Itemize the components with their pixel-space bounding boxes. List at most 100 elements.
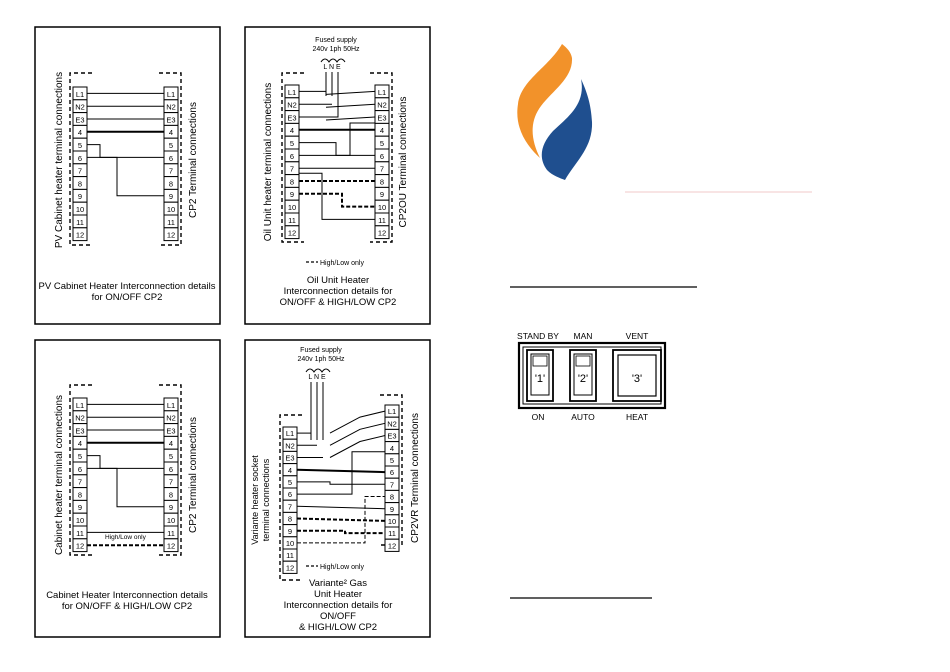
panel-1-right-bracket bbox=[159, 72, 182, 246]
wire bbox=[299, 192, 375, 208]
switch-2-top-label: MAN bbox=[574, 331, 593, 341]
panel-4-caption-line-2: Unit Heater bbox=[314, 589, 362, 600]
panel-3-frame bbox=[34, 339, 221, 638]
standby-rocker-switch[interactable] bbox=[526, 349, 554, 402]
switch-2-bottom-label: AUTO bbox=[571, 412, 595, 422]
panel-2-right-terminal-label: 11 bbox=[378, 216, 386, 225]
panel-3-right-bracket bbox=[159, 384, 182, 556]
panel-1-left-terminal-label: 7 bbox=[78, 167, 82, 176]
wire bbox=[325, 103, 376, 108]
panel-1-left-terminal-label: 9 bbox=[78, 192, 82, 201]
wire bbox=[296, 517, 386, 522]
panel-3-left-label: Cabinet heater terminal connections bbox=[54, 395, 65, 555]
panel-2-right-label: CP2OU Terminal connections bbox=[398, 97, 409, 228]
panel-4-right-terminal-label: 8 bbox=[390, 493, 394, 502]
panel-4-right-terminal-label: L1 bbox=[388, 407, 396, 416]
switch-1-number: '1' bbox=[535, 373, 545, 385]
panel-2-left-terminal-label: 9 bbox=[290, 190, 294, 199]
panel-4-left-terminal-label: L1 bbox=[286, 429, 294, 438]
panel-2-right-terminal-label: 9 bbox=[380, 190, 384, 199]
panel-4-caption-line-4: ON/OFF bbox=[320, 611, 356, 622]
panel-2-supply-brace bbox=[320, 58, 346, 63]
panel-2-left-bracket bbox=[281, 72, 304, 243]
panel-3-left-terminal-label: 10 bbox=[76, 516, 84, 525]
panel-2-left-terminal-label: 7 bbox=[290, 165, 294, 174]
panel-1-right-terminal-label: E3 bbox=[166, 115, 175, 124]
switch-3-number: '3' bbox=[632, 373, 642, 385]
panel-1-right-label: CP2 Terminal connections bbox=[188, 102, 199, 218]
panel-3-left-terminal-label: 7 bbox=[78, 478, 82, 487]
panel-3-left-bracket bbox=[69, 384, 92, 556]
wire bbox=[87, 156, 164, 197]
flame-blue-icon bbox=[541, 79, 593, 180]
wire bbox=[329, 410, 386, 434]
panel-4-left-terminal-label: 6 bbox=[288, 490, 292, 499]
panel-2-caption-line-3: ON/OFF & HIGH/LOW CP2 bbox=[280, 297, 397, 308]
panel-2-left-label: Oil Unit heater terminal connections bbox=[263, 83, 274, 241]
panel-3-right-terminal-box bbox=[163, 538, 179, 553]
wire bbox=[325, 116, 376, 121]
panel-1-left-terminal-label: 8 bbox=[78, 179, 82, 188]
panel-1-left-terminal-label: 6 bbox=[78, 154, 82, 163]
vent-rocker-switch[interactable] bbox=[612, 349, 662, 402]
switch-3-bottom-label: HEAT bbox=[626, 412, 648, 422]
wire bbox=[297, 481, 385, 485]
wire bbox=[299, 142, 375, 156]
panel-2-legend: High/Low only bbox=[320, 260, 364, 267]
panel-3-left-terminal-label: 9 bbox=[78, 503, 82, 512]
flame-logo-icon bbox=[517, 44, 593, 180]
wire bbox=[299, 72, 339, 118]
panel-3-right-terminal-label: 4 bbox=[169, 439, 173, 448]
panel-4-left-terminal-label: E3 bbox=[285, 454, 294, 463]
panel-2-lne-labels: L N E bbox=[323, 64, 341, 71]
panel-4-left-terminal-label: N2 bbox=[285, 441, 295, 450]
wire bbox=[297, 496, 385, 544]
panel-2-left-terminal-label: L1 bbox=[288, 88, 296, 97]
panel-1-left-terminal-label: 11 bbox=[76, 218, 84, 227]
panel-3-right-terminal-label: E3 bbox=[166, 426, 175, 435]
panel-2-left-terminal-box bbox=[284, 225, 300, 240]
panel-1-right-terminal-label: 11 bbox=[167, 218, 175, 227]
panel-4-caption-line-5: & HIGH/LOW CP2 bbox=[299, 622, 377, 633]
switch-1-top-label: STAND BY bbox=[517, 331, 559, 341]
panel-2-right-terminal-label: 8 bbox=[380, 177, 384, 186]
panel-3-right-terminal-label: N2 bbox=[166, 414, 176, 423]
wire bbox=[297, 451, 385, 495]
panel-4-left-terminal-label: 9 bbox=[288, 527, 292, 536]
panel-3-right-label: CP2 Terminal connections bbox=[188, 417, 199, 533]
wire bbox=[87, 144, 164, 158]
panel-4-legend: High/Low only bbox=[320, 564, 364, 571]
panel-4-left-terminal-label: 10 bbox=[286, 539, 294, 548]
panel-1-left-terminal-label: 4 bbox=[78, 128, 82, 137]
panel-4-right-terminal-label: E3 bbox=[387, 432, 396, 441]
panel-3-caption-line-2: for ON/OFF & HIGH/LOW CP2 bbox=[62, 601, 192, 612]
panel-2-caption-line-1: Oil Unit Heater bbox=[307, 275, 369, 286]
panel-2-left-terminal-label: 6 bbox=[290, 152, 294, 161]
panel-2-right-terminal-label: 12 bbox=[378, 229, 386, 238]
panel-1-left-label: PV Cabinet heater terminal connections bbox=[54, 72, 65, 248]
wire bbox=[329, 422, 386, 446]
switch-3-top-label: VENT bbox=[626, 331, 649, 341]
panel-1-right-terminal-label: 10 bbox=[167, 205, 175, 214]
panel-4-left-terminal-label: 12 bbox=[286, 563, 294, 572]
panel-1-right-terminal-label: L1 bbox=[167, 90, 175, 99]
panel-3-left-terminal-label: 4 bbox=[78, 439, 82, 448]
panel-2-right-terminal-label: E3 bbox=[377, 113, 386, 122]
panel-3-right-terminal-label: 9 bbox=[169, 503, 173, 512]
panel-4-left-terminal-label: 8 bbox=[288, 515, 292, 524]
panel-3-right-terminal-label: L1 bbox=[167, 401, 175, 410]
panel-3-right-terminal-label: 12 bbox=[167, 542, 175, 551]
wire bbox=[297, 529, 385, 535]
wire bbox=[296, 468, 386, 474]
manual-rocker-switch[interactable] bbox=[569, 349, 597, 402]
switch-1-bottom-label: ON bbox=[532, 412, 545, 422]
panel-2-right-terminal-label: N2 bbox=[377, 101, 387, 110]
panel-4-lne-labels: L N E bbox=[308, 374, 326, 381]
panel-4-supply-line-1: Fused supply bbox=[300, 347, 342, 354]
panel-2-right-terminal-label: 5 bbox=[380, 139, 384, 148]
panel-3-left-terminal-label: 5 bbox=[78, 452, 82, 461]
panel-4-right-terminal-label: 7 bbox=[390, 480, 394, 489]
